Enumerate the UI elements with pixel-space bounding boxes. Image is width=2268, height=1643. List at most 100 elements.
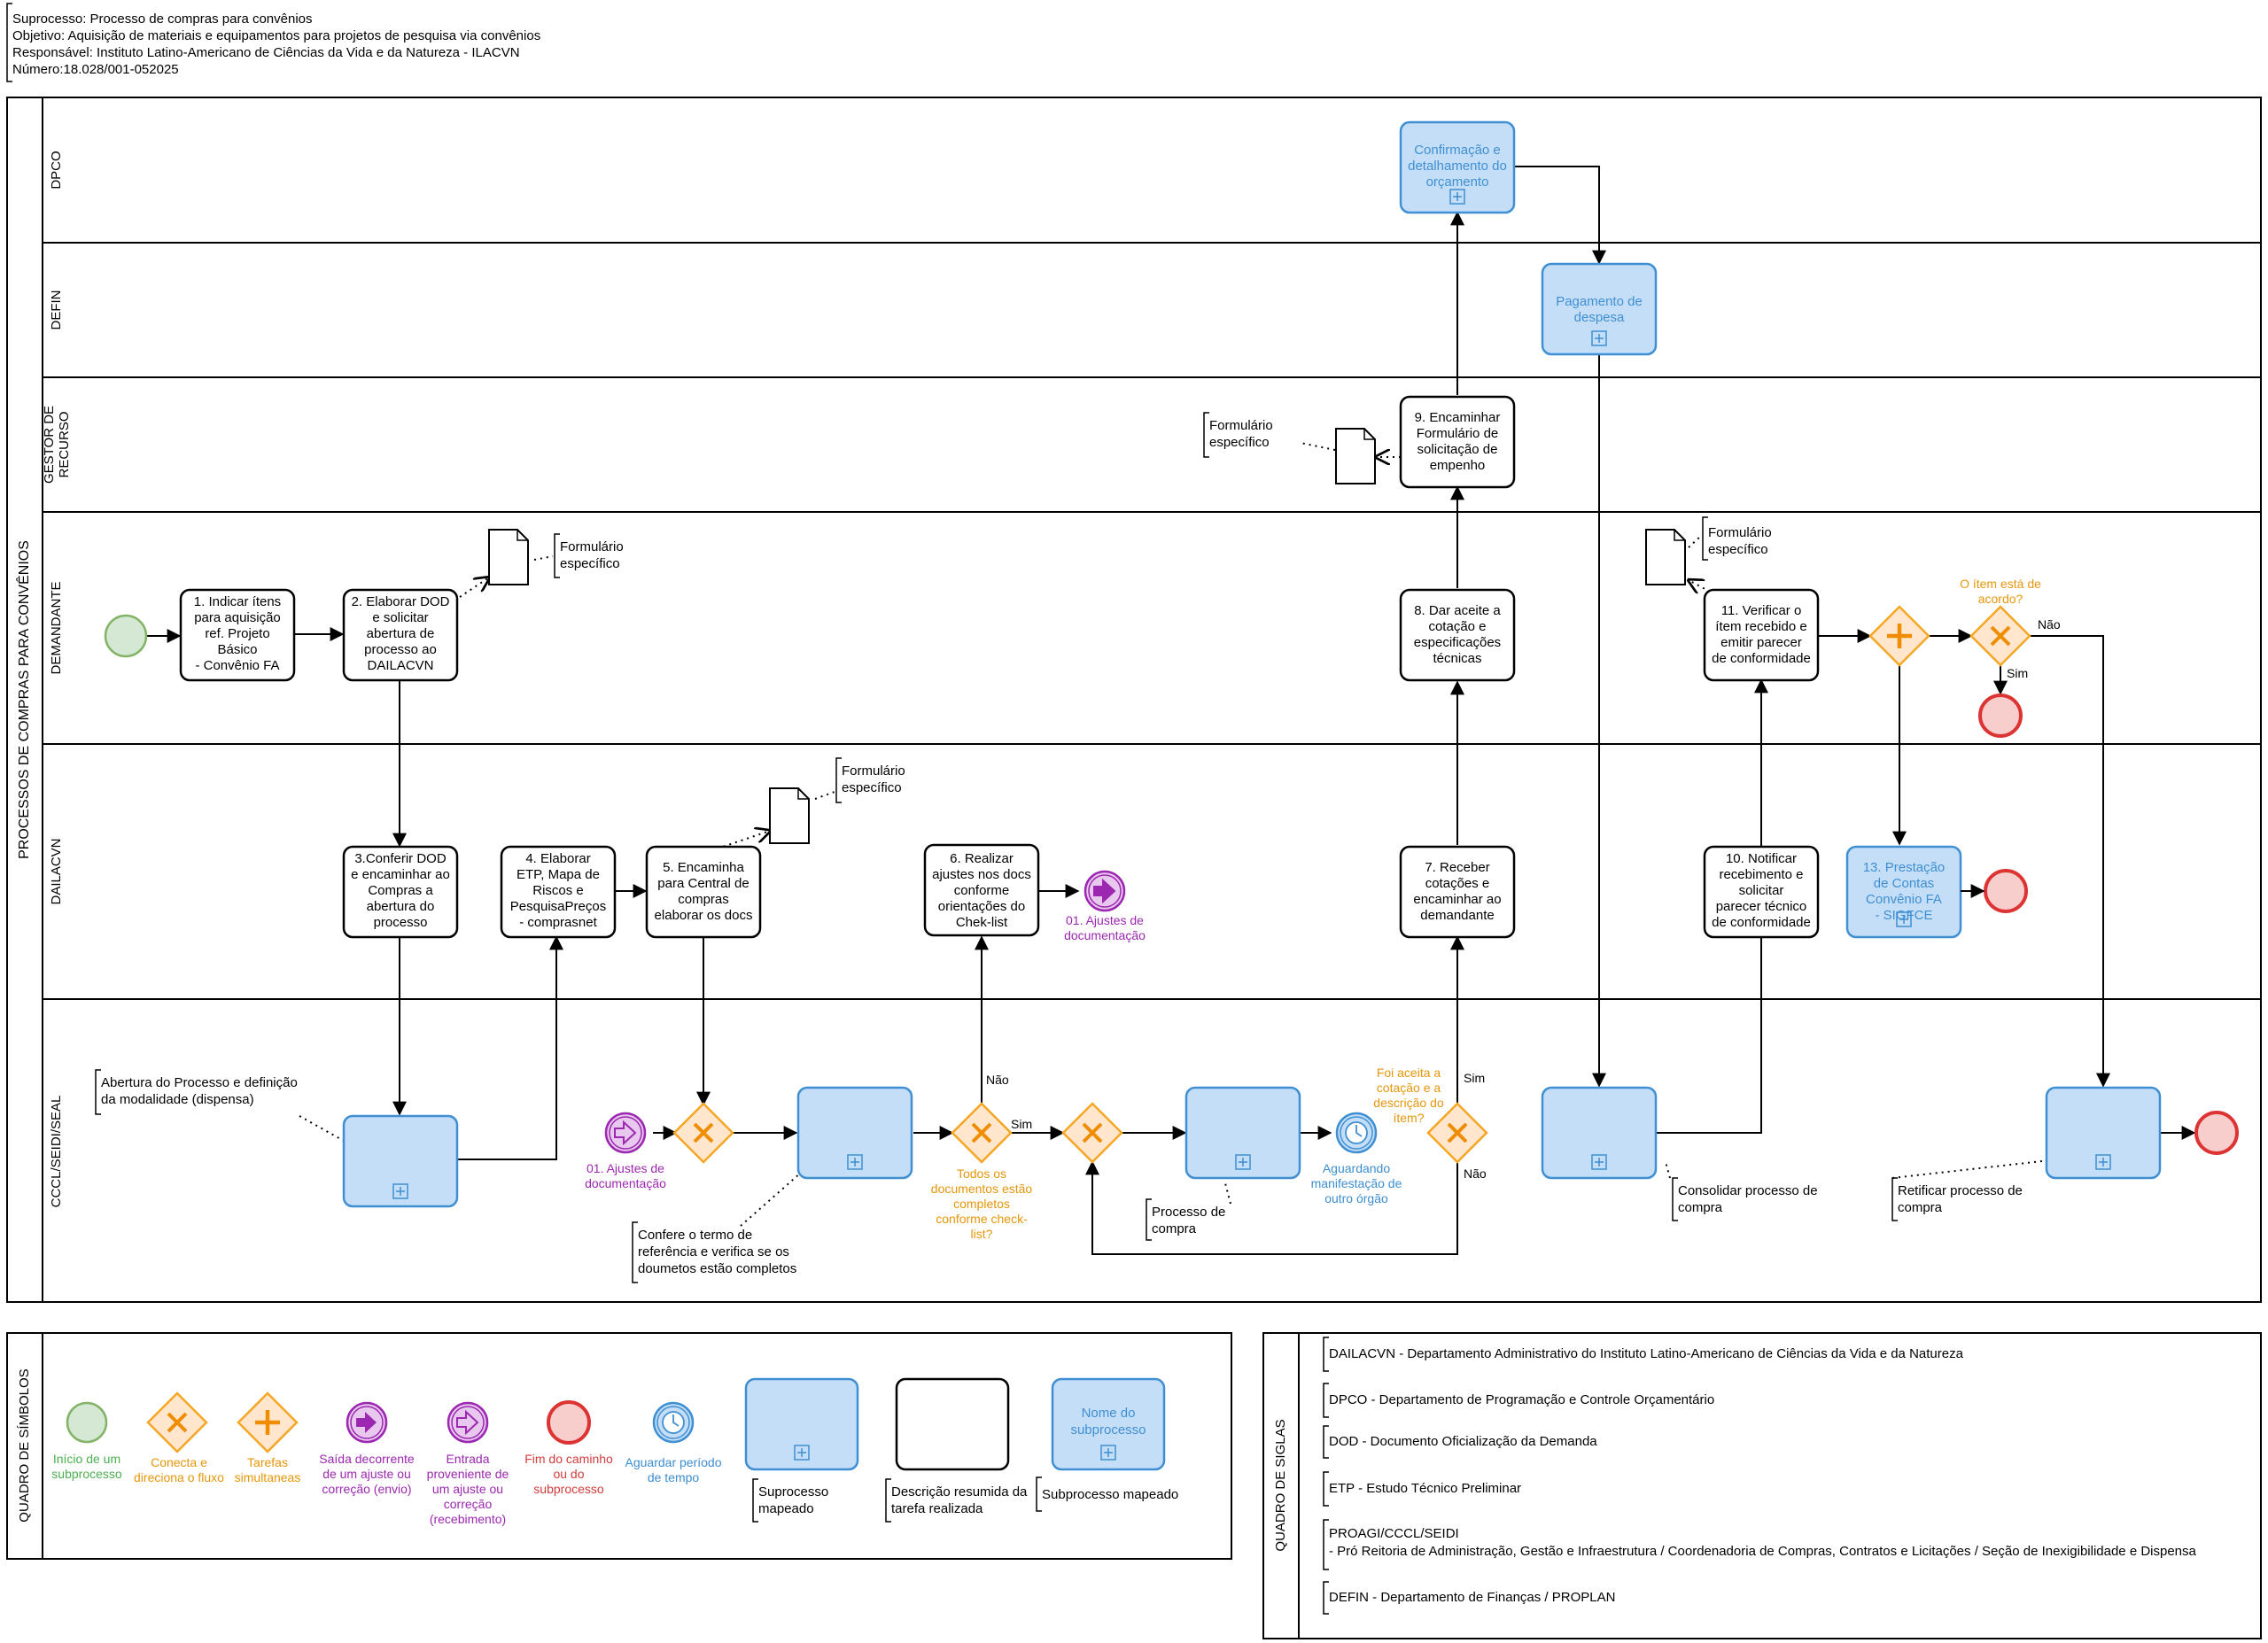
pool: PROCESSOS DE COMPRAS PARA CONVÊNIOS DPCO… <box>6 97 2262 1303</box>
label-nao-3: Não <box>2038 617 2061 632</box>
lane-dailacvn: DAILACVN <box>49 838 64 904</box>
lane-dpco: DPCO <box>49 151 64 189</box>
label-sim-3: Sim <box>2007 666 2028 680</box>
legend-subprocess-icon <box>1051 1377 1166 1471</box>
legend-sub-mapeado: Subprocesso mapeado <box>1042 1487 1178 1502</box>
end-event-3 <box>2194 1111 2239 1155</box>
associations <box>299 442 2051 1227</box>
sigla-dailacvn: DAILACVN - Departamento Administrativo d… <box>1329 1346 1964 1361</box>
label-nao-1: Não <box>986 1073 1009 1087</box>
legend-task-icon <box>895 1377 1010 1471</box>
sigla-proagi: PROAGI/CCCL/SEIDI <box>1329 1526 1459 1541</box>
legend-siglas: QUADRO DE SIGLAS DAILACVN - Departamento… <box>1262 1332 2262 1639</box>
legend-suprocesso-icon <box>744 1377 859 1471</box>
gateway-exclusive-2 <box>951 1102 1013 1164</box>
start-event <box>104 614 148 658</box>
gateway-exclusive-3 <box>1061 1102 1123 1164</box>
flows <box>146 166 2196 1255</box>
legend-title: QUADRO DE SÍMBOLOS <box>17 1368 32 1522</box>
lane-gestor: GESTOR DE RECURSO <box>42 406 72 484</box>
header-line-1: Suprocesso: Processo de compras para con… <box>12 12 313 27</box>
subprocess-retificar <box>2045 1086 2162 1180</box>
label-sim-2: Sim <box>1464 1071 1485 1085</box>
subprocess-consolidar <box>1541 1086 1658 1180</box>
document-icon-3 <box>1335 428 1376 484</box>
end-event-1 <box>1978 694 2023 738</box>
legend-entrada-icon <box>447 1401 489 1444</box>
gateway-exclusive-1 <box>672 1102 734 1164</box>
header-line-3: Responsável: Instituto Latino-Americano … <box>12 45 520 60</box>
legend-start-icon <box>66 1401 108 1444</box>
sigla-dpco: DPCO - Departamento de Programação e Con… <box>1329 1392 1714 1407</box>
timer-event <box>1335 1112 1378 1154</box>
subprocess-confere <box>796 1086 913 1180</box>
document-icon-2 <box>769 787 810 844</box>
link-event-saida <box>1084 870 1126 912</box>
sigla-proagi-desc: - Pró Reitoria de Administração, Gestão … <box>1329 1544 2197 1559</box>
header: Suprocesso: Processo de compras para con… <box>6 3 540 82</box>
end-event-2 <box>1984 869 2028 913</box>
pool-title: PROCESSOS DE COMPRAS PARA CONVÊNIOS <box>15 540 32 859</box>
sigla-defin: DEFIN - Departamento de Finanças / PROPL… <box>1329 1590 1615 1605</box>
subprocess-abertura <box>342 1114 459 1208</box>
gateway-exclusive-5 <box>1969 605 2031 667</box>
document-icon-1 <box>488 529 529 585</box>
label-sim-1: Sim <box>1011 1117 1032 1131</box>
header-line-2: Objetivo: Aquisição de materiais e equip… <box>12 28 540 43</box>
gateway-exclusive-4 <box>1426 1102 1488 1164</box>
sigla-dod: DOD - Documento Oficialização da Demanda <box>1329 1434 1597 1449</box>
subprocess-processo-compra <box>1184 1086 1301 1180</box>
sigla-etp: ETP - Estudo Técnico Preliminar <box>1329 1481 1521 1496</box>
svg-text:GESTOR DE: GESTOR DE <box>42 406 57 484</box>
lane-demandante: DEMANDANTE <box>49 581 64 674</box>
lane-defin: DEFIN <box>49 291 64 330</box>
siglas-title: QUADRO DE SIGLAS <box>1273 1419 1288 1551</box>
